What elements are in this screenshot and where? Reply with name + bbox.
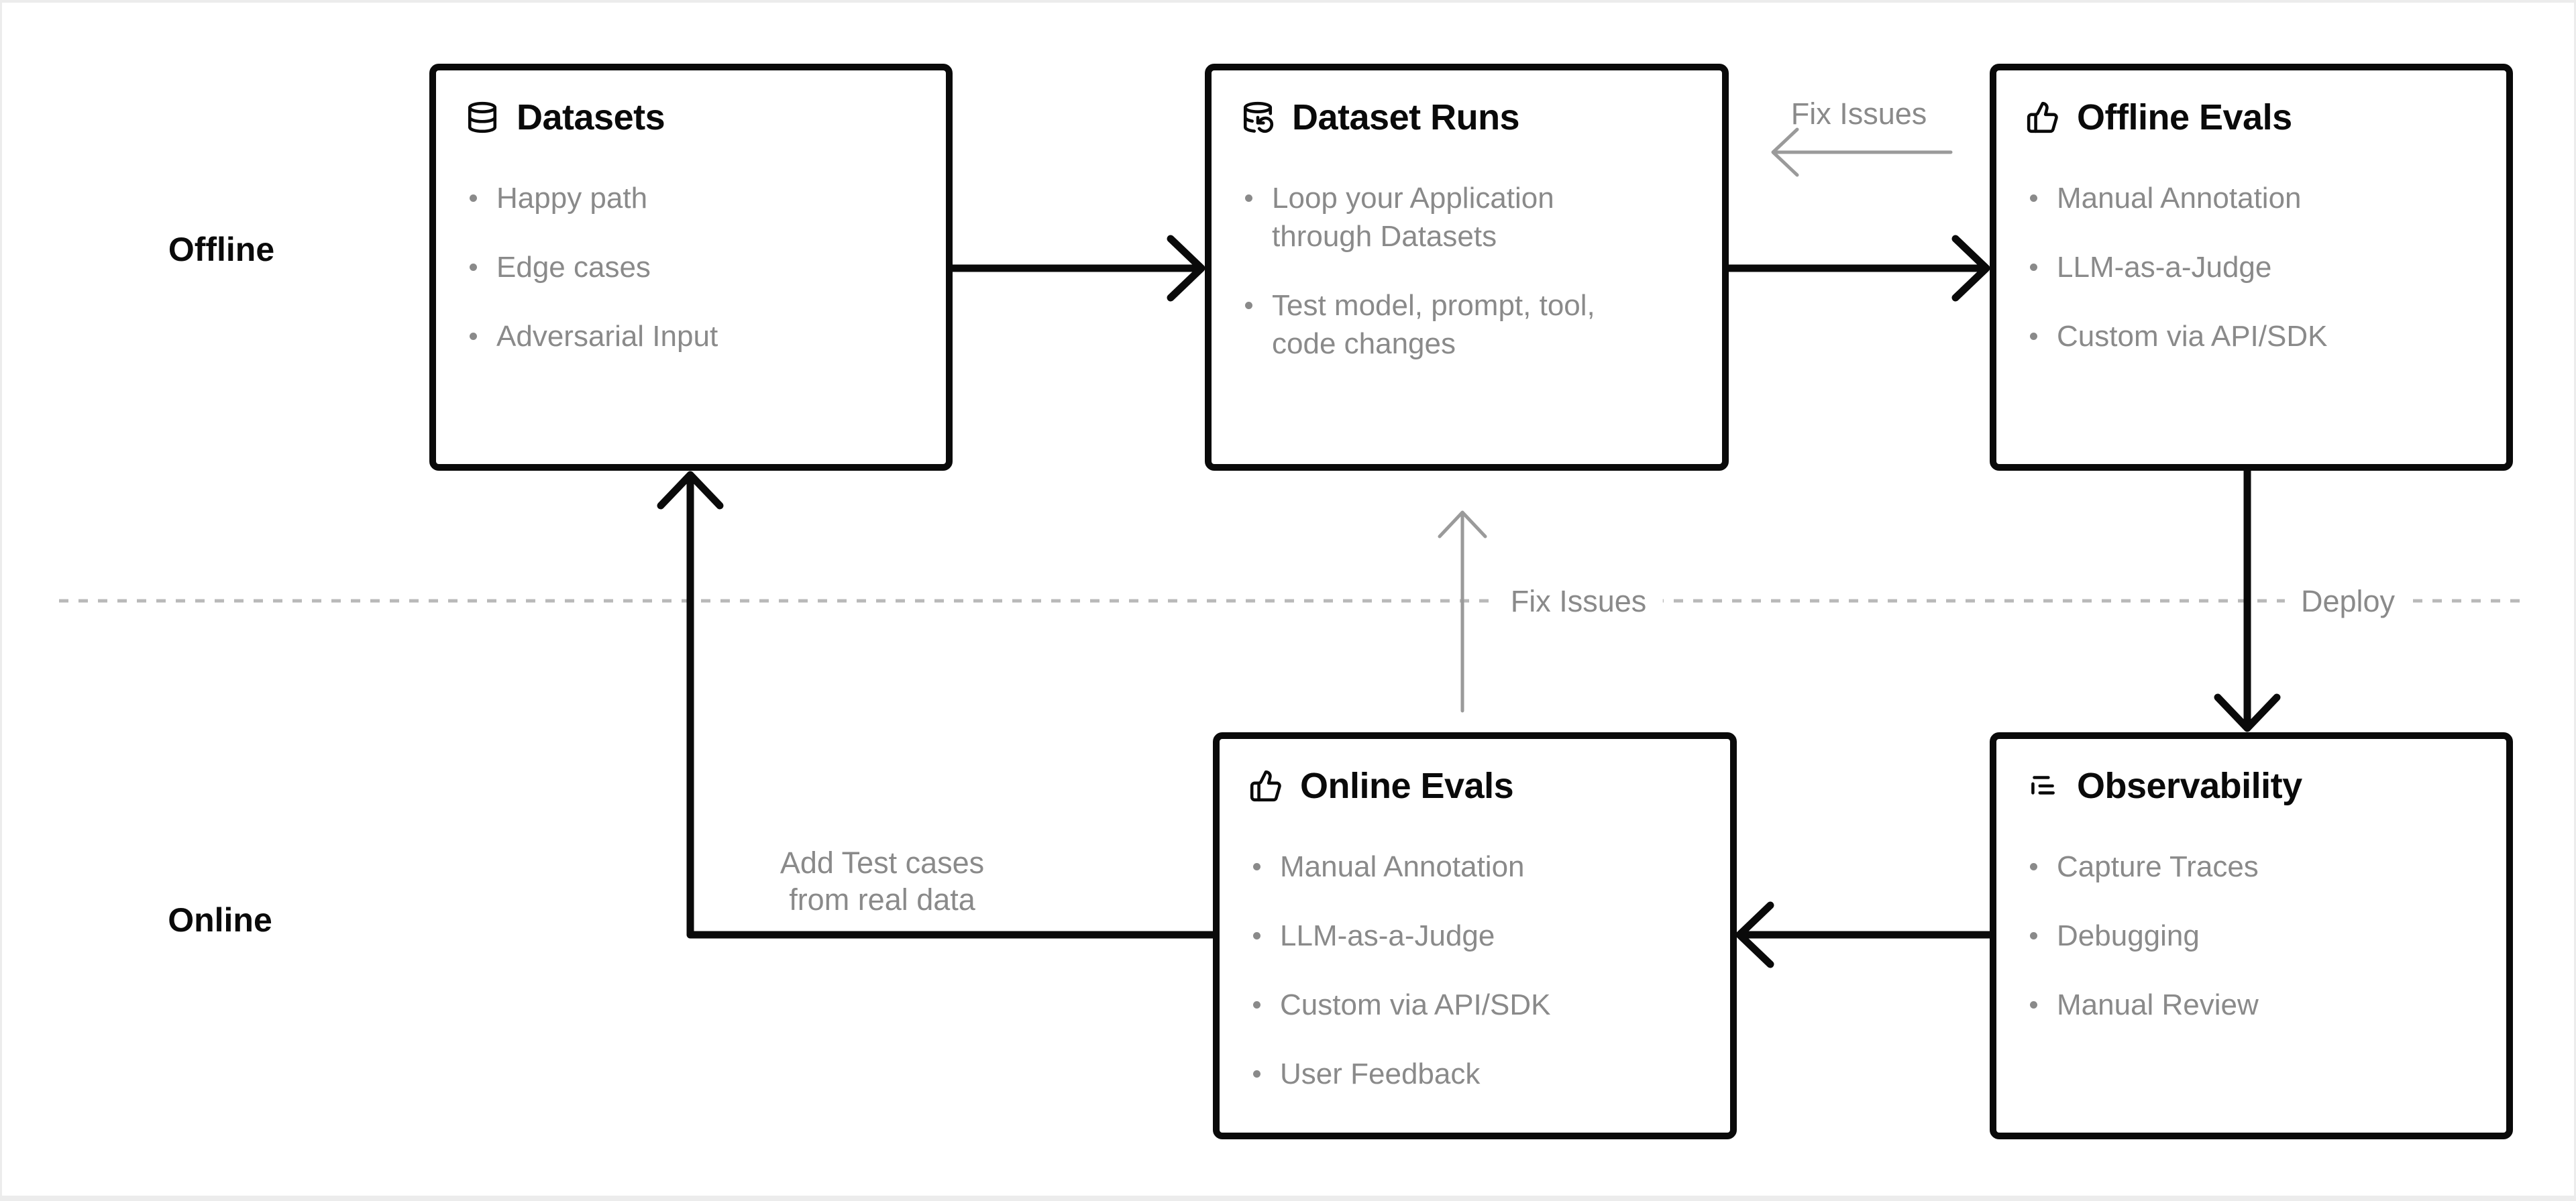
bullet-item: Custom via API/SDK <box>2026 317 2446 355</box>
bullet-item: User Feedback <box>1249 1055 1669 1093</box>
bullet-item: Manual Annotation <box>1249 848 1669 886</box>
datasets-box: Datasets Happy path Edge cases Adversari… <box>429 64 953 471</box>
fix-issues-middle-arrow <box>1438 510 1487 713</box>
online-evals-header: Online Evals <box>1249 766 1703 806</box>
fix-issues-top-arrow <box>1771 127 1953 177</box>
thumbs-up-icon <box>1249 769 1283 803</box>
online-evals-bullet-list: Manual Annotation LLM-as-a-Judge Custom … <box>1249 848 1703 1093</box>
bullet-item: Happy path <box>466 179 885 217</box>
database-icon <box>466 101 499 134</box>
offline-evals-title: Offline Evals <box>2077 97 2292 137</box>
bullet-item: Debugging <box>2026 917 2446 955</box>
deploy-label: Deploy <box>2284 584 2412 619</box>
arrow-dataset-runs-to-offline-evals <box>1725 235 1990 302</box>
add-test-cases-label: Add Test cases from real data <box>780 844 984 918</box>
bullet-item: LLM-as-a-Judge <box>1249 917 1669 955</box>
bullet-item: Custom via API/SDK <box>1249 986 1669 1024</box>
arrow-offline-evals-to-observability <box>2214 467 2281 732</box>
observability-header: Observability <box>2026 766 2479 806</box>
observability-box: Observability Capture Traces Debugging M… <box>1990 732 2513 1139</box>
offline-evals-header: Offline Evals <box>2026 97 2479 137</box>
arrow-datasets-to-dataset-runs <box>948 235 1205 302</box>
dataset-runs-header: Dataset Runs <box>1241 97 1695 137</box>
observability-bullet-list: Capture Traces Debugging Manual Review <box>2026 848 2479 1024</box>
dataset-runs-title: Dataset Runs <box>1292 97 1520 137</box>
bullet-item: Adversarial Input <box>466 317 885 355</box>
trace-list-icon <box>2026 769 2059 803</box>
online-section-label: Online <box>168 901 272 939</box>
datasets-bullet-list: Happy path Edge cases Adversarial Input <box>466 179 919 355</box>
offline-section-label: Offline <box>168 231 275 268</box>
offline-evals-bullet-list: Manual Annotation LLM-as-a-Judge Custom … <box>2026 179 2479 355</box>
datasets-header: Datasets <box>466 97 919 137</box>
bullet-item: Manual Annotation <box>2026 179 2446 217</box>
bullet-item: Edge cases <box>466 248 885 286</box>
connector-layer <box>59 127 2522 968</box>
bullet-item: LLM-as-a-Judge <box>2026 248 2446 286</box>
add-test-cases-line2: from real data <box>789 882 975 917</box>
evals-workflow-diagram: Offline Online Fix Issues Fix Issues Dep… <box>2 3 2574 1196</box>
offline-evals-box: Offline Evals Manual Annotation LLM-as-a… <box>1990 64 2513 471</box>
fix-issues-top-label: Fix Issues <box>1790 97 1927 131</box>
dataset-runs-box: Dataset Runs Loop your Application throu… <box>1205 64 1729 471</box>
online-evals-title: Online Evals <box>1300 766 1514 806</box>
datasets-title: Datasets <box>517 97 665 137</box>
bullet-item: Manual Review <box>2026 986 2446 1024</box>
observability-title: Observability <box>2077 766 2302 806</box>
arrow-observability-to-online-evals <box>1735 901 1994 968</box>
bullet-item: Capture Traces <box>2026 848 2446 886</box>
bullet-item: Test model, prompt, tool, code changes <box>1241 286 1661 363</box>
dataset-runs-bullet-list: Loop your Application through Datasets T… <box>1241 179 1695 363</box>
thumbs-up-icon <box>2026 101 2059 134</box>
online-evals-box: Online Evals Manual Annotation LLM-as-a-… <box>1213 732 1737 1139</box>
add-test-cases-line1: Add Test cases <box>780 846 985 880</box>
fix-issues-middle-label: Fix Issues <box>1494 584 1663 619</box>
bullet-item: Loop your Application through Datasets <box>1241 179 1661 255</box>
arrow-online-evals-to-datasets <box>657 471 1217 939</box>
database-refresh-icon <box>1241 101 1275 134</box>
